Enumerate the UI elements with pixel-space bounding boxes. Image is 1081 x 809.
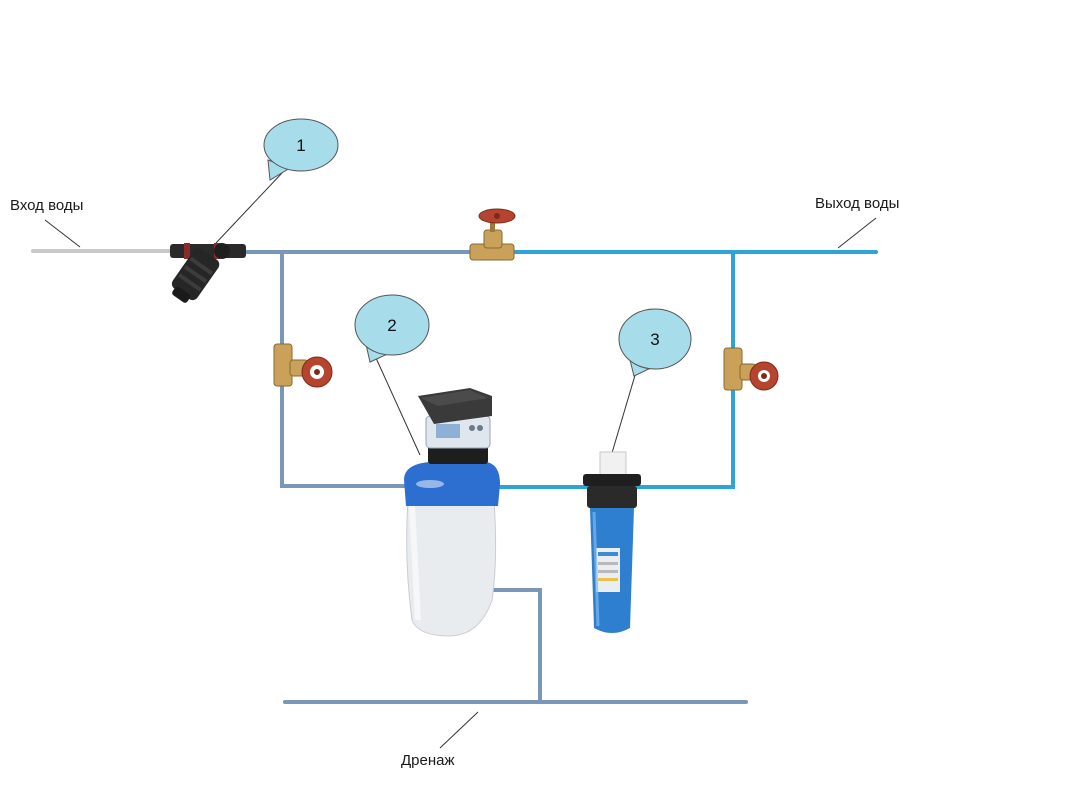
leader-callout-1: [215, 172, 283, 244]
drain-label: Дренаж: [401, 752, 455, 769]
drain-link-pipe: [490, 588, 542, 703]
cartridge-filter-icon: [583, 451, 641, 633]
gate-valve-icon: [273, 343, 333, 388]
callout-2-number: 2: [387, 316, 396, 335]
gate-valve-icon: [723, 347, 779, 391]
treated-loop-pipe: [490, 250, 735, 489]
water-in-label: Вход воды: [10, 197, 84, 214]
leader-water-in: [44, 219, 81, 248]
gate-valve-icon: [469, 208, 516, 261]
disc-filter-icon: [170, 243, 246, 303]
bypass-left-pipe: [280, 250, 412, 488]
callout-3-number: 3: [650, 330, 659, 349]
callout-1-number: 1: [296, 136, 305, 155]
water-softener-icon: [404, 388, 500, 637]
water-out-label: Выход воды: [815, 195, 900, 212]
leader-lines: [44, 172, 877, 749]
callout-2: 2: [354, 294, 430, 363]
leader-callout-2: [375, 357, 421, 456]
callout-3: 3: [618, 308, 692, 377]
leader-callout-3: [608, 371, 637, 464]
callout-1: 1: [263, 118, 339, 181]
leader-drain: [439, 711, 479, 749]
leader-water-out: [837, 217, 877, 249]
